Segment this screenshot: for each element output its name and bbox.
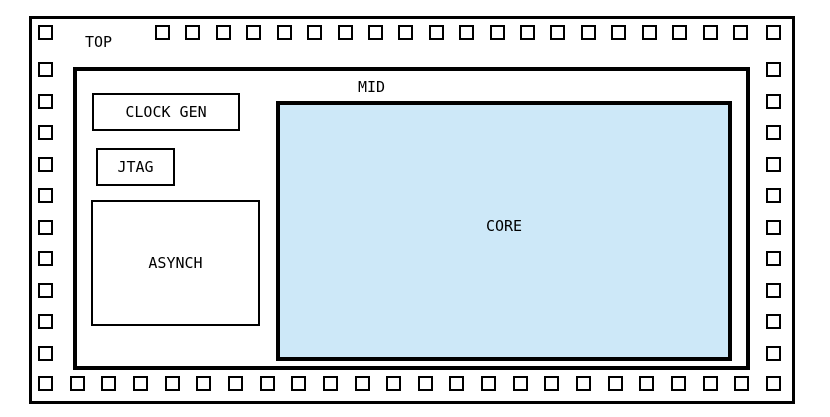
jtag-label: JTAG	[117, 158, 154, 176]
io-pad-bottom-20	[639, 376, 654, 391]
top-label: TOP	[85, 33, 113, 51]
io-pad-bottom-2	[70, 376, 85, 391]
io-pad-bottom-16	[513, 376, 528, 391]
io-pad-bottom-23	[734, 376, 749, 391]
io-pad-right-10	[766, 346, 781, 361]
io-pad-top-20	[733, 25, 748, 40]
io-pad-left-2	[38, 94, 53, 109]
io-pad-bottom-15	[481, 376, 496, 391]
io-pad-top-1	[155, 25, 170, 40]
io-pad-left-7	[38, 251, 53, 266]
io-pad-top-5	[277, 25, 292, 40]
io-pad-bottom-13	[418, 376, 433, 391]
io-pad-top-8	[368, 25, 383, 40]
io-pad-right-5	[766, 188, 781, 203]
io-pad-bottom-8	[260, 376, 275, 391]
io-pad-bottom-21	[671, 376, 686, 391]
asynch-label: ASYNCH	[148, 254, 203, 272]
io-pad-bottom-6	[196, 376, 211, 391]
io-pad-bottom-1	[38, 376, 53, 391]
io-pad-left-10	[38, 346, 53, 361]
io-pad-bottom-7	[228, 376, 243, 391]
io-pad-right-3	[766, 125, 781, 140]
io-pad-bottom-10	[323, 376, 338, 391]
mid-level-boundary	[73, 67, 750, 370]
clock-gen-block: CLOCK GEN	[92, 93, 240, 131]
io-pad-top-18	[672, 25, 687, 40]
io-pad-right-8	[766, 283, 781, 298]
io-pad-right-6	[766, 220, 781, 235]
io-pad-right-7	[766, 251, 781, 266]
core-label: CORE	[485, 217, 523, 235]
io-pad-top-17	[642, 25, 657, 40]
io-pad-top-14	[550, 25, 565, 40]
io-pad-bottom-19	[608, 376, 623, 391]
io-pad-top-12	[490, 25, 505, 40]
io-pad-right-4	[766, 157, 781, 172]
io-pad-top-9	[398, 25, 413, 40]
io-pad-left-1	[38, 62, 53, 77]
io-pad-bottom-9	[291, 376, 306, 391]
io-pad-right-1	[766, 62, 781, 77]
io-pad-top-7	[338, 25, 353, 40]
io-pad-bottom-3	[101, 376, 116, 391]
io-pad-bottom-11	[355, 376, 370, 391]
io-pad-right-2	[766, 94, 781, 109]
clock-gen-label: CLOCK GEN	[125, 103, 207, 121]
io-pad-bottom-24	[766, 376, 781, 391]
io-pad-top-6	[307, 25, 322, 40]
io-pad-left-9	[38, 314, 53, 329]
io-pad-left-5	[38, 188, 53, 203]
io-pad-left-4	[38, 157, 53, 172]
io-pad-bottom-22	[703, 376, 718, 391]
io-pad-bottom-14	[449, 376, 464, 391]
io-pad-top-16	[611, 25, 626, 40]
asynch-block: ASYNCH	[91, 200, 260, 326]
io-pad-bottom-18	[576, 376, 591, 391]
io-pad-top-15	[581, 25, 596, 40]
jtag-block: JTAG	[96, 148, 175, 186]
io-pad-bottom-4	[133, 376, 148, 391]
io-pad-top-2	[185, 25, 200, 40]
io-pad-top-3	[216, 25, 231, 40]
io-pad-top-13	[520, 25, 535, 40]
io-pad-right-9	[766, 314, 781, 329]
io-pad-left-6	[38, 220, 53, 235]
io-pad-bottom-12	[386, 376, 401, 391]
core-block: CORE	[276, 101, 732, 361]
mid-label: MID	[358, 78, 386, 96]
io-pad-top-11	[459, 25, 474, 40]
io-pad-left-3	[38, 125, 53, 140]
io-pad-bottom-17	[544, 376, 559, 391]
io-pad-top-19	[703, 25, 718, 40]
io-pad-left-8	[38, 283, 53, 298]
io-pad-top-10	[429, 25, 444, 40]
io-pad-corner-top-left	[38, 25, 53, 40]
io-pad-top-4	[246, 25, 261, 40]
io-pad-corner-top-right	[766, 25, 781, 40]
io-pad-bottom-5	[165, 376, 180, 391]
